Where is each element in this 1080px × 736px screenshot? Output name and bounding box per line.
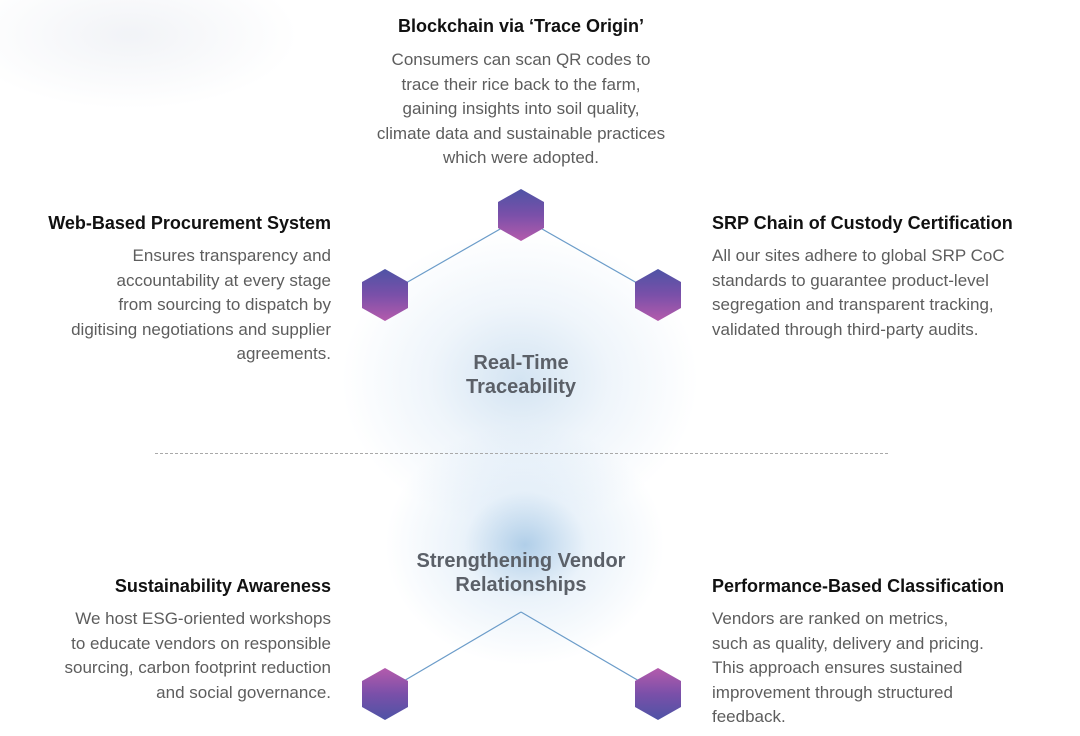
connector-bottom-right (520, 611, 659, 693)
blockchain-description: Consumers can scan QR codes to trace the… (376, 50, 666, 167)
performance-description: Vendors are ranked on metrics, such as q… (712, 609, 984, 726)
sustainability-description: We host ESG-oriented workshops to educat… (64, 609, 332, 702)
performance-title: Performance-Based Classification (712, 576, 1005, 596)
section-divider (155, 453, 888, 454)
connector-bottom-left (384, 611, 522, 693)
hexagon-node-bottom-left (362, 668, 408, 720)
vendor-hub-label: Strengthening Vendor Relationships (416, 550, 626, 596)
procurement-title: Web-Based Procurement System (48, 213, 331, 233)
sustainability-title: Sustainability Awareness (114, 576, 331, 596)
hexagon-node-bottom-right (635, 668, 681, 720)
hexagon-node-top-right (635, 269, 681, 321)
traceability-hub-label: Real-Time Traceability (465, 352, 577, 398)
procurement-description: Ensures transparency and accountability … (71, 246, 331, 363)
srp-certification-title: SRP Chain of Custody Certification (712, 213, 1013, 233)
srp-certification-description: All our sites adhere to global SRP CoC s… (712, 246, 1005, 339)
blockchain-title: Blockchain via ‘Trace Origin’ (397, 16, 645, 36)
